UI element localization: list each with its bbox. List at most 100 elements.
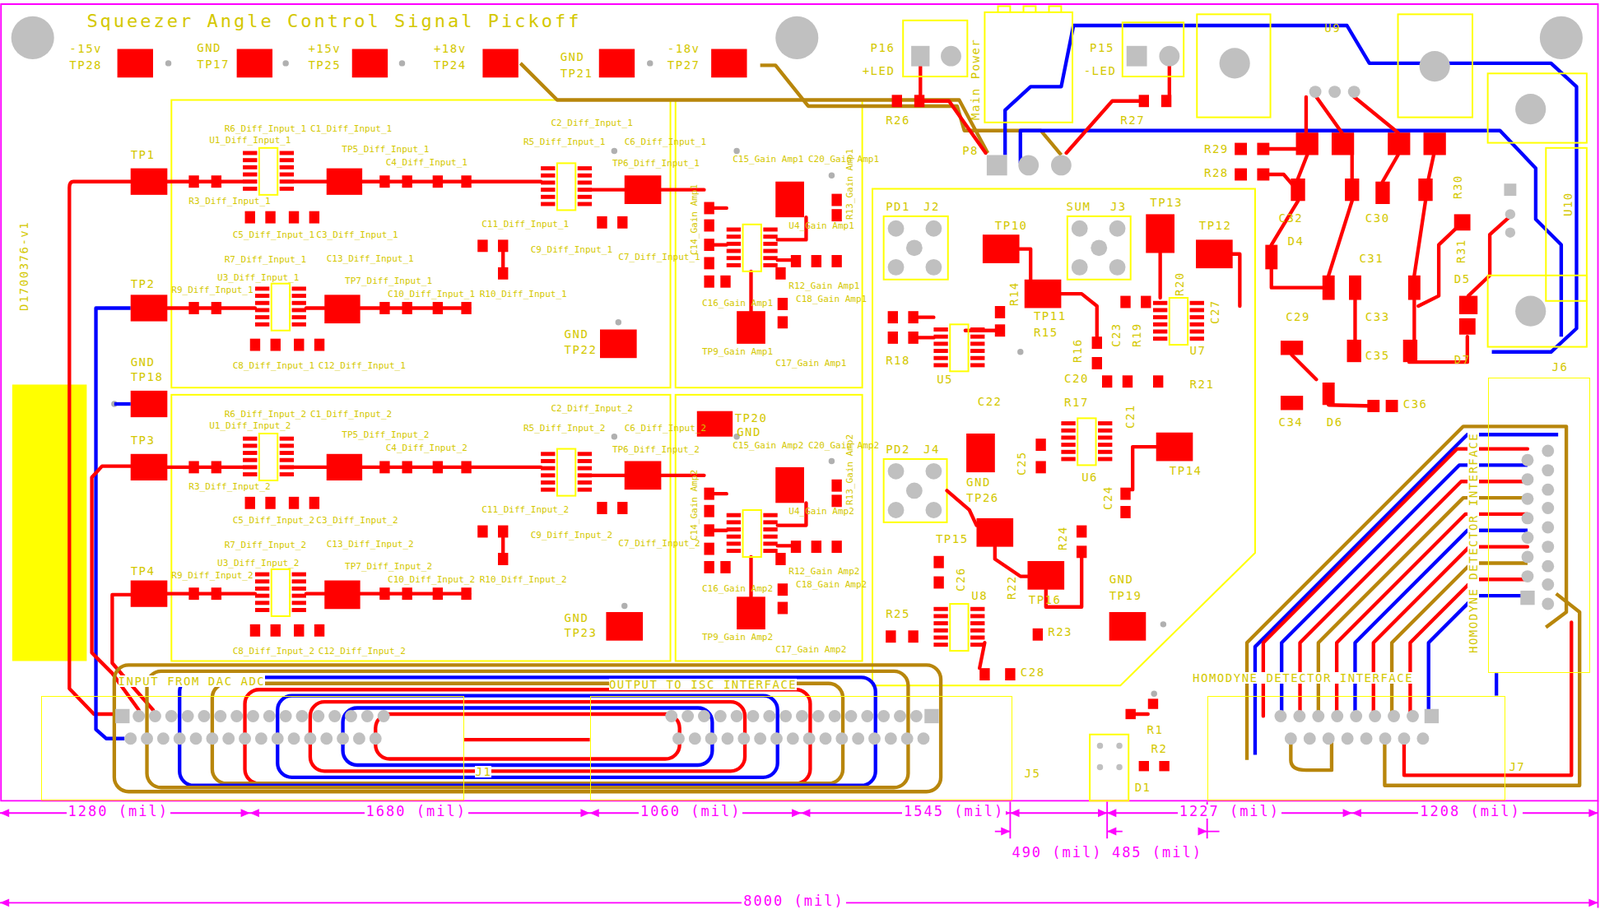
part-label: C15_Gain Amp1 — [732, 154, 804, 164]
connector-pins — [1541, 483, 1554, 497]
regulator-section — [1418, 178, 1433, 201]
regulator-section — [1419, 51, 1451, 82]
connector-pins — [1541, 578, 1554, 591]
ribbon-traces — [114, 665, 941, 792]
part-label: R13_Gain Amp1 — [845, 148, 855, 219]
silkscreen-label: R30 — [1451, 174, 1464, 200]
test-point-pad — [117, 49, 154, 79]
dimension-label: 1680 (mil) — [364, 804, 469, 819]
sum-section — [888, 502, 905, 519]
power-connector — [1018, 154, 1039, 176]
part-label: C17_Gain Amp1 — [775, 358, 847, 368]
sum-section — [1032, 628, 1043, 642]
silkscreen-label: R14 — [1008, 281, 1020, 307]
silkscreen-label: C32 — [1278, 212, 1303, 224]
silkscreen-label: TP20 — [734, 412, 768, 424]
sum-section — [1076, 525, 1087, 539]
connector-pins — [1360, 732, 1373, 745]
part-label: U4_Gain Amp1 — [788, 221, 854, 231]
silkscreen-label: R19 — [1130, 322, 1143, 348]
silkscreen-label: Main Power — [969, 38, 982, 121]
silkscreen-label: R16 — [1071, 339, 1084, 364]
silkscreen-label: GND — [560, 51, 586, 63]
board-outline — [775, 16, 819, 60]
sum-section — [906, 482, 923, 499]
part-label: C11_Diff_Input_1 — [481, 219, 569, 229]
power-connector — [986, 154, 1008, 176]
regulator-section — [1348, 275, 1362, 301]
power-connector — [1122, 22, 1184, 77]
regulator-section — [1515, 93, 1546, 125]
silkscreen-label: TP25 — [307, 59, 341, 71]
part-label: C9_Diff_Input_2 — [530, 530, 613, 540]
silkscreen-label: R29 — [1204, 143, 1229, 155]
part-label: C10_Diff_Input_1 — [387, 289, 475, 299]
regulator-section — [1454, 213, 1471, 231]
sum-section — [1092, 357, 1103, 370]
connector-pins — [1293, 710, 1306, 723]
connector-pins — [1303, 732, 1317, 745]
test-point-pad — [282, 60, 289, 66]
silkscreen-label: GND — [966, 476, 991, 489]
connector-pins — [263, 710, 391, 723]
silkscreen-label: TP26 — [966, 492, 1000, 504]
sum-section — [995, 324, 1005, 337]
power-connector — [892, 94, 903, 107]
part-label: R5_Diff_Input_1 — [523, 137, 605, 147]
part-label: C8_Diff_Input_1 — [232, 361, 315, 371]
silkscreen-label: C27 — [1209, 299, 1221, 325]
part-label: TP6_Diff_Input_2 — [612, 445, 700, 455]
homodyne-traces — [1246, 426, 1580, 786]
part-label: C12_Diff_Input_1 — [318, 361, 406, 371]
pcb-artwork — [130, 433, 662, 638]
power-connector — [984, 12, 1073, 123]
part-label: U1_Diff_Input_2 — [209, 421, 291, 431]
ribbon-traces — [277, 696, 778, 778]
silkscreen-label: R24 — [1056, 526, 1069, 552]
connector-pins — [1520, 590, 1535, 605]
silkscreen-label: TP11 — [1033, 310, 1067, 322]
ribbon-traces — [343, 708, 713, 766]
ribbon-traces — [179, 677, 876, 786]
test-point-pad — [130, 390, 168, 418]
silkscreen-label: TP23 — [564, 627, 598, 639]
silkscreen-label: TP24 — [433, 59, 467, 71]
connector-pins — [1521, 551, 1535, 564]
silkscreen-label: -LED — [1083, 65, 1117, 77]
silkscreen-label: J7 — [1508, 761, 1526, 773]
part-label: R13_Gain Amp2 — [845, 434, 855, 506]
sum-section — [1120, 488, 1131, 501]
silkscreen-label: TP18 — [130, 371, 164, 383]
part-label: C14_Gain Amp2 — [689, 469, 699, 541]
connector-pins — [1521, 454, 1535, 467]
sum-section — [907, 630, 918, 643]
silkscreen-label: C29 — [1285, 311, 1311, 323]
silkscreen-label: TP27 — [667, 59, 701, 71]
sum-section — [888, 220, 905, 238]
silkscreen-label: HOMODYNE DETECTOR INTERFACE — [1467, 432, 1480, 654]
silkscreen-label: GND — [564, 328, 590, 340]
test-point-pad — [111, 49, 747, 642]
connector-pins — [1521, 511, 1535, 525]
part-label: C9_Diff_Input_1 — [530, 245, 613, 255]
silkscreen-label: U8 — [971, 590, 988, 602]
part-label: C18_Gain Amp2 — [795, 580, 867, 590]
power-connector — [998, 5, 1062, 12]
regulator-section — [1328, 85, 1341, 98]
silkscreen-label: PD2 — [885, 443, 911, 456]
sum-section — [888, 259, 905, 276]
power-connector — [911, 46, 930, 67]
part-label: C16_Gain Amp1 — [702, 298, 773, 308]
silkscreen-label: TP13 — [1149, 196, 1183, 209]
connector-pins — [1368, 710, 1382, 723]
silkscreen-label: C22 — [977, 395, 1003, 408]
sum-section — [1071, 220, 1089, 238]
regulator-section — [1367, 400, 1380, 413]
regulator-section — [1386, 400, 1399, 413]
test-point-pad — [646, 60, 653, 66]
power-traces — [760, 65, 1062, 155]
part-label: C2_Diff_Input_1 — [550, 118, 633, 128]
region-outline — [171, 100, 670, 389]
connector-pins — [803, 732, 931, 745]
connector-pins — [124, 732, 252, 745]
